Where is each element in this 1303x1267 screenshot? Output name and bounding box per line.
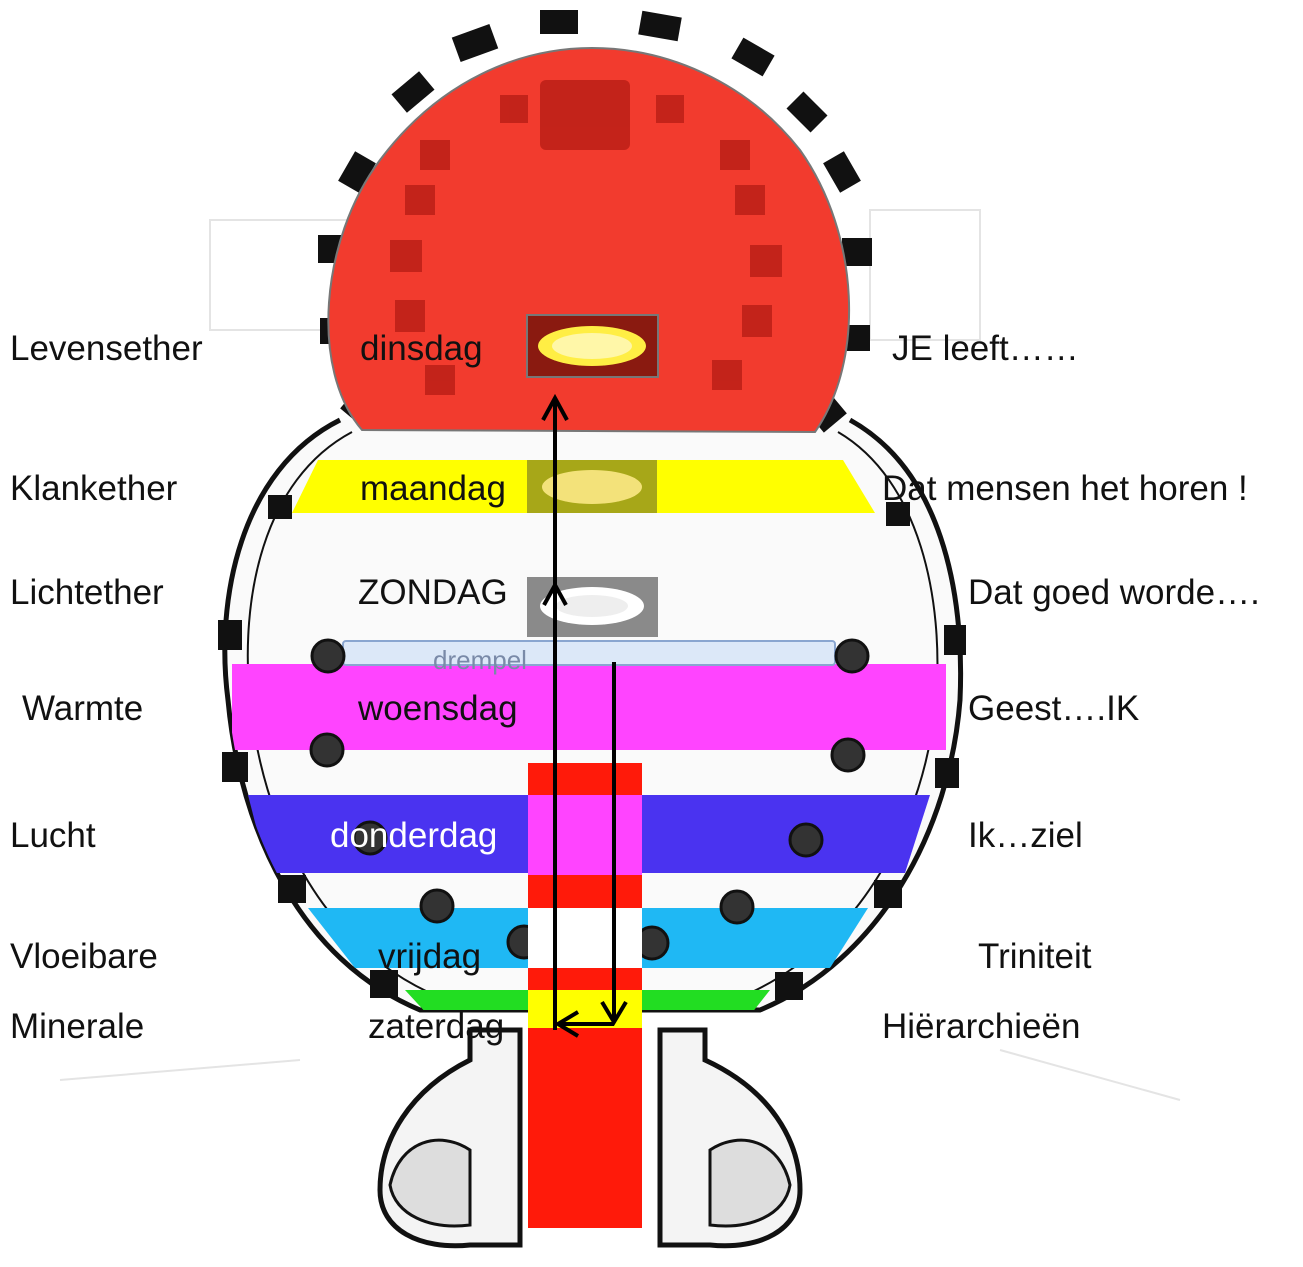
phrase-triniteit: Triniteit xyxy=(978,937,1092,976)
day-dinsdag: dinsdag xyxy=(360,329,483,368)
ether-labels: Levensether Klankether Lichtether Warmte… xyxy=(10,329,203,1046)
flow-arrows xyxy=(541,393,628,1038)
ether-lucht: Lucht xyxy=(10,816,96,855)
day-donderdag: donderdag xyxy=(330,816,497,855)
top-apse xyxy=(318,10,872,434)
sun-plate-zondag xyxy=(527,577,658,637)
threshold-label: drempel xyxy=(433,645,527,675)
wall-buttresses xyxy=(218,495,966,1000)
column-segment xyxy=(528,908,642,968)
column-segment xyxy=(528,968,642,990)
ether-klankether: Klankether xyxy=(10,469,178,508)
day-zaterdag: zaterdag xyxy=(368,1007,504,1046)
sun-plate-maandag xyxy=(527,460,657,513)
phrase-dat-goed: Dat goed worde…. xyxy=(968,573,1260,612)
phrase-ik-ziel: Ik…ziel xyxy=(968,816,1083,855)
column-segment xyxy=(528,763,642,795)
ether-lichtether: Lichtether xyxy=(10,573,164,612)
ether-levensether: Levensether xyxy=(10,329,203,368)
ether-minerale: Minerale xyxy=(10,1007,144,1046)
phrase-je-leeft: JE leeft…… xyxy=(892,329,1079,368)
band-woensdag xyxy=(232,664,946,750)
column-segment xyxy=(528,1028,642,1228)
day-zondag: ZONDAG xyxy=(358,573,508,612)
phrase-geest-ik: Geest….IK xyxy=(968,689,1139,728)
sun-plate-dinsdag xyxy=(526,314,659,378)
phrase-hierarchieen: Hiërarchieën xyxy=(882,1007,1080,1046)
day-maandag: maandag xyxy=(360,469,506,508)
threshold-band xyxy=(342,640,836,666)
lower-vestibule xyxy=(377,1027,803,1249)
ether-vloeibare: Vloeibare xyxy=(10,937,158,976)
phrase-dat-mensen: Dat mensen het horen ! xyxy=(882,469,1248,508)
column-segment xyxy=(528,795,642,875)
pillars xyxy=(309,638,870,961)
ether-warmte: Warmte xyxy=(22,689,143,728)
column-segment xyxy=(528,875,642,908)
day-woensdag: woensdag xyxy=(357,689,518,728)
phrase-labels: JE leeft…… Dat mensen het horen ! Dat go… xyxy=(882,329,1260,1046)
central-column xyxy=(528,763,642,1228)
weekday-labels: dinsdag maandag ZONDAG woensdag donderda… xyxy=(330,329,518,1046)
day-vrijdag: vrijdag xyxy=(378,937,481,976)
